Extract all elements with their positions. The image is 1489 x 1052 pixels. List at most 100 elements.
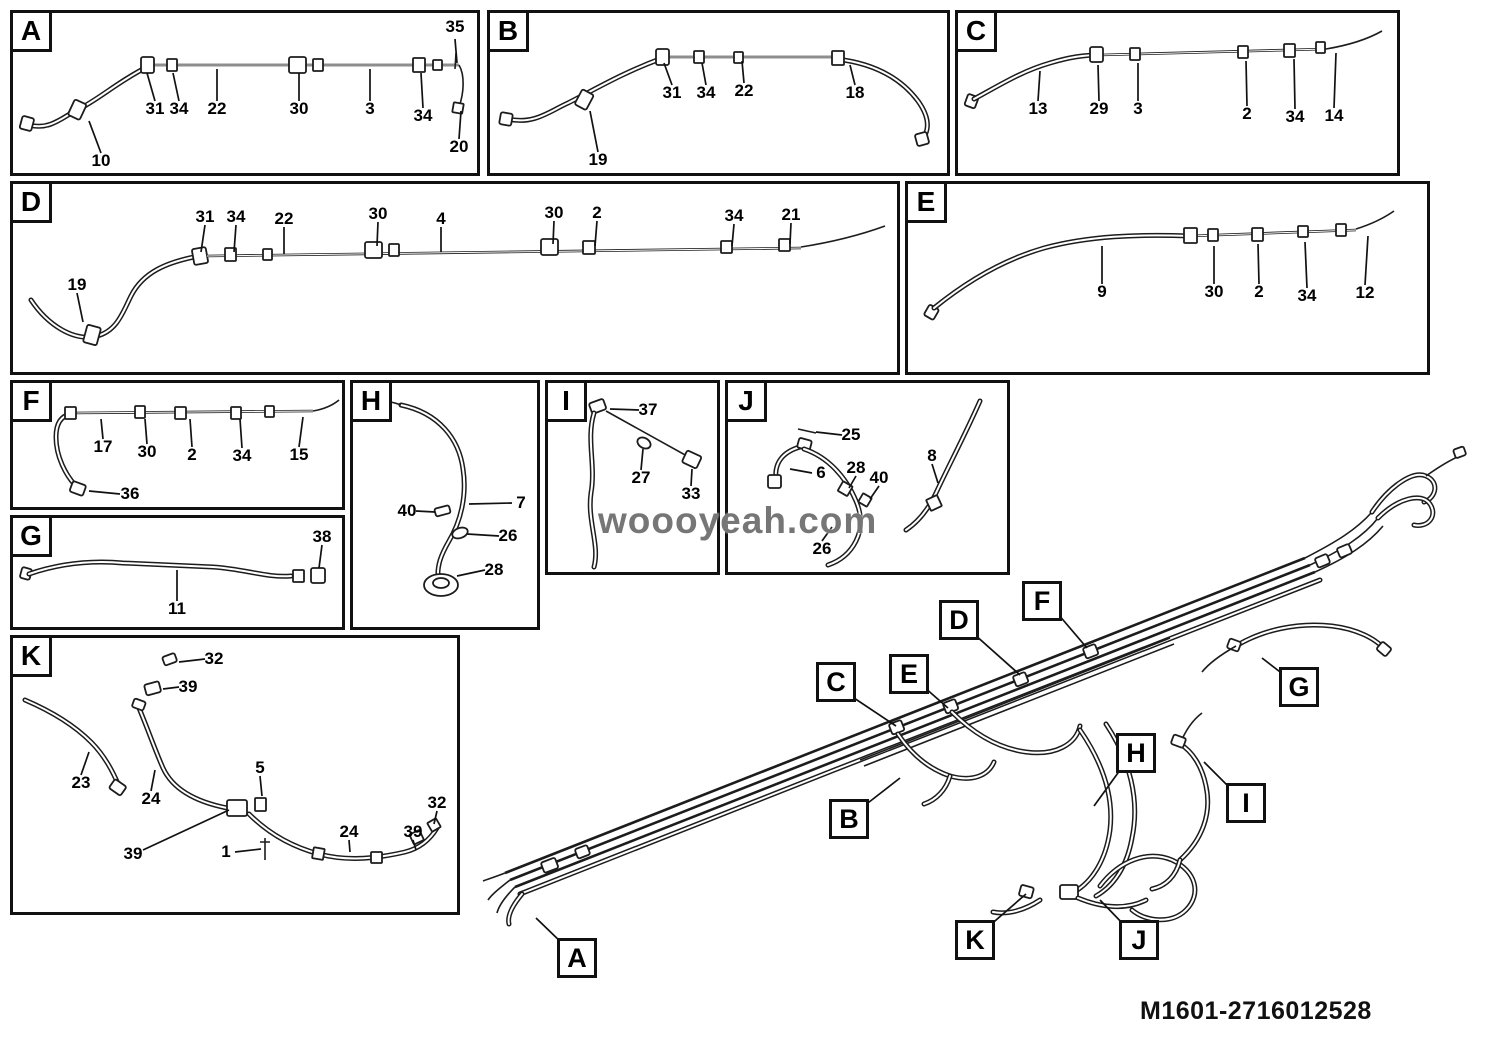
panel-c-letter: C [958,13,997,52]
callout-34: 34 [226,207,246,226]
leader-lines [1101,235,1369,289]
callout-31: 31 [145,99,165,118]
leader-line [1293,58,1296,110]
panel-a-letter: A [13,13,52,52]
callout-30: 30 [289,99,309,118]
callout-30: 30 [544,203,564,222]
callout-39: 39 [123,844,143,863]
callout-22: 22 [274,209,294,228]
assembly-label-d: D [939,600,979,640]
panel-h-letter: H [353,383,392,422]
leader-line [88,120,102,154]
callout-19: 19 [588,150,608,169]
callout-34: 34 [1285,107,1305,126]
panel-e-drawing [923,210,1395,321]
leader-line [609,408,640,411]
leader-line [973,633,1021,676]
leader-line [789,222,792,245]
callout-38: 38 [312,527,332,546]
panel-f-letter: F [13,383,52,422]
callout-29: 29 [1089,99,1109,118]
callout-28: 28 [846,458,866,477]
leader-line [663,62,673,86]
callout-39: 39 [178,677,198,696]
callout-33: 33 [681,484,701,503]
panel-i-drawing [587,398,703,570]
callout-2: 2 [187,445,197,464]
leader-line [1364,235,1369,286]
leader-line [690,468,693,487]
callout-28: 28 [484,560,504,579]
assembly-label-j: J [1119,920,1159,960]
callout-27: 27 [631,468,651,487]
callout-8: 8 [927,446,937,465]
panel-h-drawing [370,400,513,597]
leader-line [701,62,707,86]
callout-12: 12 [1355,283,1375,302]
callout-36: 36 [120,484,140,503]
leader-lines [80,658,438,853]
callout-2: 2 [1242,104,1252,123]
callout-11: 11 [168,599,186,618]
callout-21: 21 [781,205,801,224]
watermark: woooyeah.com [598,500,878,541]
leader-line [318,544,323,569]
callout-3: 3 [1133,99,1143,118]
leader-line [80,751,90,776]
leader-lines [176,544,323,601]
leader-line [189,418,193,448]
callout-13: 13 [1028,99,1048,118]
panel-f-drawing [53,399,340,497]
callout-25: 25 [841,425,861,444]
leader-line [552,220,555,245]
leader-line [849,64,856,86]
leader-line [640,448,644,471]
assembly-drawing [482,445,1467,946]
callout-7: 7 [516,493,526,512]
panel-j-drawing [767,398,983,568]
callout-10: 10 [91,151,111,170]
leader-line [150,769,156,792]
leader-line [456,569,486,577]
callout-30: 30 [1204,282,1224,301]
callout-32: 32 [427,793,447,812]
leader-line [259,775,263,797]
leader-line [415,510,436,513]
leader-line [1304,241,1308,289]
leader-line [848,475,857,489]
leader-line [1245,60,1248,107]
callout-14: 14 [1324,106,1344,125]
callout-26: 26 [498,526,518,545]
callout-20: 20 [449,137,469,156]
panel-b-letter: B [490,13,529,52]
panel-k-drawing [22,652,442,864]
part-number: M1601-2716012528 [1140,997,1372,1025]
callout-4: 4 [436,209,446,228]
callout-24: 24 [339,822,359,841]
leader-lines [789,431,939,542]
panel-k-letter: K [13,638,52,677]
callout-24: 24 [141,789,161,808]
callout-2: 2 [592,203,602,222]
callout-26: 26 [812,539,832,558]
callout-35: 35 [445,17,465,36]
leader-line [815,431,843,436]
callout-23: 23 [71,773,91,792]
leader-line [931,463,939,484]
leader-line [76,292,84,323]
callout-34: 34 [232,446,252,465]
leader-line [420,72,424,109]
callout-19: 19 [67,275,87,294]
assembly-label-i: I [1226,783,1266,823]
leader-line [172,72,180,102]
callout-34: 34 [413,106,433,125]
leader-lines [88,416,304,495]
panel-c: C 13 29 3 2 34 14 [955,10,1400,176]
